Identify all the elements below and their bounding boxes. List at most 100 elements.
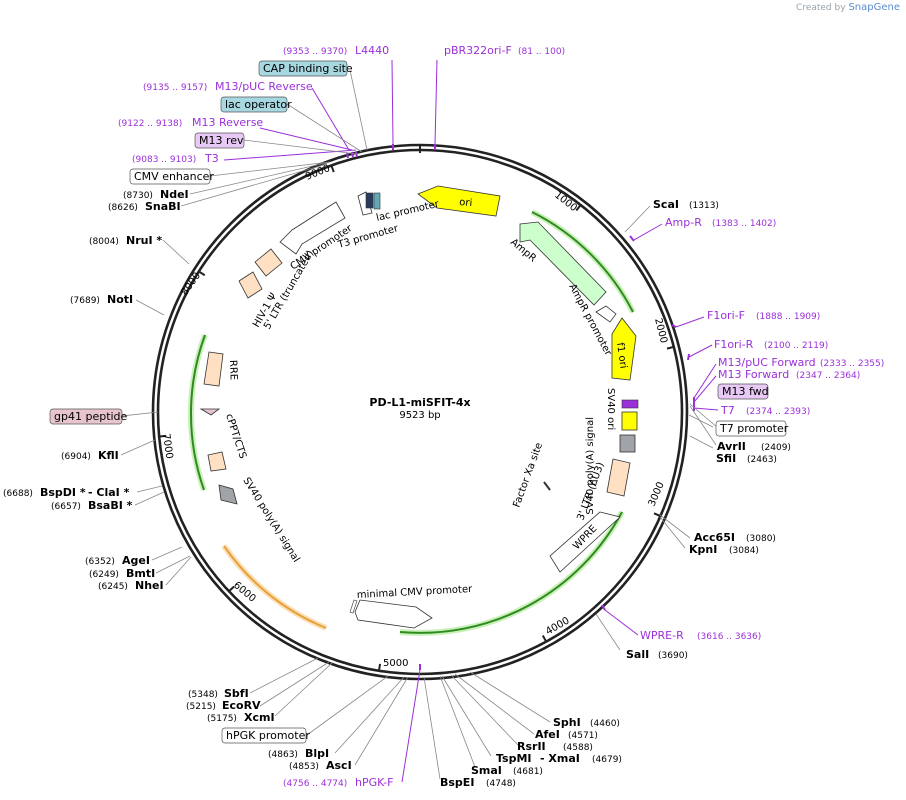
tick-label-5000: 5000 bbox=[383, 658, 408, 669]
primer-pbr322ori-f-name: pBR322ori-F bbox=[444, 44, 512, 57]
enz-bspei: BspEI bbox=[440, 776, 474, 789]
yellow-block-feature bbox=[621, 411, 638, 431]
enz-ndei: NdeI bbox=[160, 188, 189, 201]
enz-ndei-pos: (8730) bbox=[123, 191, 153, 201]
primer-t7-name: T7 bbox=[720, 404, 735, 417]
cmv-enhancer-label: CMV enhancer bbox=[134, 170, 214, 183]
enz-blpi: BlpI bbox=[305, 747, 329, 760]
box-t7-promoter bbox=[715, 420, 787, 437]
enz-bspdi: BspDI * bbox=[40, 486, 86, 499]
tick-label-8000: 8000 bbox=[179, 271, 203, 298]
enz-ecorv-pos: (5215) bbox=[186, 702, 216, 712]
enz-blpi-pos: (4863) bbox=[268, 750, 298, 760]
enz-sphi: SphI bbox=[553, 716, 581, 729]
enz-ecorv: EcoRV bbox=[222, 699, 261, 712]
enz-sphi-pos: (4460) bbox=[590, 719, 620, 729]
enz-asci: AscI bbox=[326, 759, 352, 772]
enz-scai-pos: (1313) bbox=[689, 201, 719, 211]
primer-f1ori-f-range: (1888 .. 1909) bbox=[756, 312, 820, 322]
tick-label-9000: 9000 bbox=[304, 163, 332, 183]
box-lac-operator bbox=[220, 96, 288, 113]
enz-avrii: AvrII bbox=[717, 440, 746, 453]
primer-m13puc-fwd-name: M13/pUC Forward bbox=[718, 356, 816, 369]
sv40-ori-label: SV40 ori bbox=[605, 388, 616, 430]
enz-agei-pos: (6352) bbox=[85, 557, 115, 567]
ltr5-feature bbox=[254, 248, 283, 277]
primer-hpgk-f-range: (4756 .. 4774) bbox=[283, 779, 347, 789]
primer-site-marks bbox=[346, 144, 695, 670]
label-leaders bbox=[120, 59, 719, 783]
cmv-promoter-feature bbox=[279, 201, 346, 255]
primer-labels: (9353 .. 9370) L4440 pBR322ori-F (81 .. … bbox=[118, 44, 884, 789]
sv40-polya-label-left: SV40 poly(A) signal bbox=[240, 476, 301, 565]
minimal-cmv-feature bbox=[354, 599, 433, 629]
tick-mark-9000 bbox=[330, 165, 335, 173]
enz-nhei-pos: (6245) bbox=[98, 582, 128, 592]
primer-m13-rev-range: (9122 .. 9138) bbox=[118, 119, 182, 129]
primer-wpre-r-name: WPRE-R bbox=[640, 629, 684, 642]
enz-bspdi-pos: (6688) bbox=[3, 489, 33, 499]
enz-acc65i: Acc65I bbox=[694, 531, 735, 544]
primer-t3-name: T3 bbox=[204, 152, 219, 165]
box-m13-fwd bbox=[717, 383, 769, 400]
enz-bspei-pos: (4748) bbox=[486, 779, 516, 789]
enz-xcmi: XcmI bbox=[244, 711, 275, 724]
factor-xa-feature bbox=[543, 481, 551, 491]
enz-agei: AgeI bbox=[122, 554, 150, 567]
enz-acc65i-pos: (3080) bbox=[746, 534, 776, 544]
sv40-polya-feature bbox=[619, 434, 636, 453]
ltr3-feature bbox=[606, 458, 631, 497]
enz-sbfi: SbfI bbox=[224, 687, 249, 700]
primer-hpgk-f-name: hPGK-F bbox=[355, 776, 393, 789]
primer-t7-range: (2374 .. 2393) bbox=[746, 407, 810, 417]
lac-small-feature bbox=[373, 192, 381, 210]
factor-xa-label: Factor Xa site bbox=[511, 441, 545, 509]
m13-rev-label: M13 rev bbox=[199, 134, 244, 147]
enz-kfli-pos: (6904) bbox=[61, 452, 91, 462]
f1-ori-feature bbox=[611, 317, 637, 381]
plasmid-size: 9523 bp bbox=[399, 410, 440, 421]
sv40-polya-left-feature bbox=[218, 484, 238, 505]
hiv-psi-feature bbox=[238, 271, 263, 299]
enz-afei-pos: (4571) bbox=[568, 731, 598, 741]
rre-feature bbox=[203, 351, 224, 387]
enz-tspmi: TspMI bbox=[496, 752, 532, 765]
cpptcts-label: cPPT/CTS bbox=[223, 413, 248, 461]
primer-pbr322ori-f-range: (81 .. 100) bbox=[518, 47, 565, 57]
enz-snabi: SnaBI bbox=[145, 200, 181, 213]
primer-t3-range: (9083 .. 9103) bbox=[132, 155, 196, 165]
enz-avrii-pos: (2409) bbox=[761, 443, 791, 453]
tick-mark-8000 bbox=[198, 270, 206, 277]
primer-amp-r-name: Amp-R bbox=[665, 216, 702, 229]
gp41-feature bbox=[199, 408, 221, 416]
primer-m13puc-fwd-range: (2333 .. 2355) bbox=[820, 359, 884, 369]
snapgene-credit: Created by SnapGene bbox=[796, 2, 900, 13]
box-gp41 bbox=[49, 408, 123, 425]
primer-m13-fwd-range: (2347 .. 2364) bbox=[796, 371, 860, 381]
primer-f1ori-f-name: F1ori-F bbox=[707, 309, 745, 322]
cap-lacop-feature bbox=[365, 192, 374, 209]
tick-label-7000: 7000 bbox=[160, 433, 174, 460]
box-cmv-enhancer bbox=[129, 168, 211, 185]
orf-arc-right-core bbox=[399, 511, 623, 634]
enz-asci-pos: (4853) bbox=[289, 762, 319, 772]
enz-nrui: NruI * bbox=[126, 234, 162, 247]
enz-noti-pos: (7689) bbox=[70, 296, 100, 306]
enz-xcmi-pos: (5175) bbox=[207, 714, 237, 724]
enz-kpni-pos: (3084) bbox=[729, 546, 759, 556]
cap-binding-label: CAP binding site bbox=[263, 62, 353, 75]
enz-bmti: BmtI bbox=[126, 567, 155, 580]
lac-operator-label: lac operator bbox=[225, 98, 292, 111]
enz-sfii: SfiI bbox=[716, 452, 736, 465]
lac-t3-feature bbox=[357, 191, 373, 216]
box-m13-rev bbox=[194, 132, 245, 149]
enz-smai: SmaI bbox=[471, 764, 502, 777]
orf-arc-orange-core bbox=[223, 545, 327, 629]
tick-mark-2000 bbox=[666, 345, 675, 350]
primer-amp-r-range: (1383 .. 1402) bbox=[712, 219, 776, 229]
minimal-cmv-tail bbox=[349, 599, 358, 614]
enz-nrui-pos: (8004) bbox=[89, 237, 119, 247]
tick-mark-7000 bbox=[159, 434, 167, 438]
enz-kfli: KflI bbox=[98, 449, 119, 462]
